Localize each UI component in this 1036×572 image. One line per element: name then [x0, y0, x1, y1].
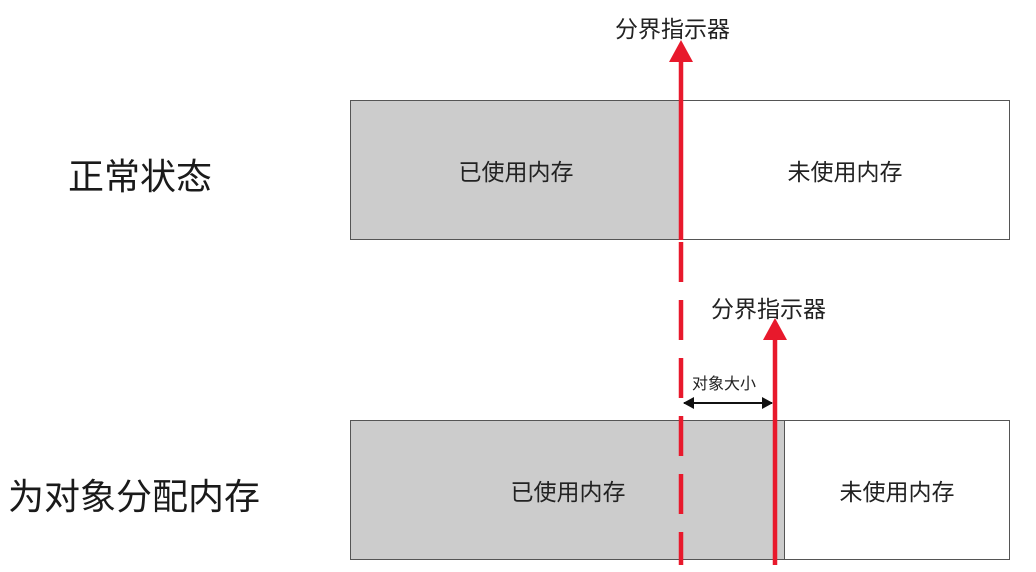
free-memory-label-allocated: 未使用内存: [839, 480, 955, 506]
used-memory-label-normal: 已使用内存: [458, 160, 574, 186]
free-memory-label-normal: 未使用内存: [787, 160, 903, 186]
arrow-up-icon: [669, 40, 693, 62]
arrow-left-icon: [683, 397, 694, 409]
arrow-up-icon: [763, 318, 787, 340]
free-memory-block-normal: 未使用内存: [680, 100, 1010, 240]
used-memory-label-allocated: 已使用内存: [510, 480, 626, 506]
boundary-indicator-label-normal: 分界指示器: [615, 17, 730, 43]
normal-state-title: 正常状态: [68, 157, 213, 198]
allocate-object-title: 为对象分配内存: [8, 477, 261, 518]
boundary-indicator-label-allocated: 分界指示器: [711, 297, 826, 323]
object-size-label: 对象大小: [692, 374, 757, 393]
free-memory-block-allocated: 未使用内存: [784, 420, 1010, 560]
arrow-right-icon: [762, 397, 773, 409]
used-memory-block-normal: 已使用内存: [350, 100, 682, 240]
used-memory-block-allocated: 已使用内存: [350, 420, 786, 560]
